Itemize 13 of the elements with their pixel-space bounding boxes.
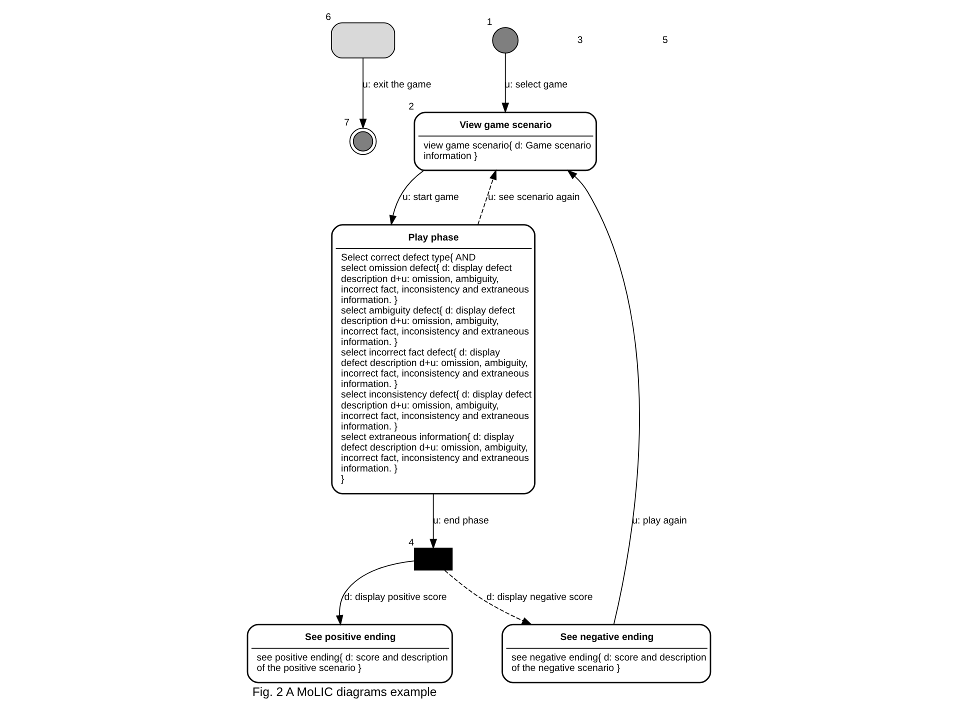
edge-label: d: display positive score — [344, 592, 447, 603]
caption: Fig. 2 A MoLIC diagrams example — [252, 684, 437, 699]
node-label: 1 — [486, 16, 492, 28]
label: 5 — [662, 34, 668, 46]
label: 3 — [577, 34, 583, 46]
edge-label: u: end phase — [433, 515, 489, 526]
edge-label: u: see scenario again — [488, 192, 580, 204]
node-label: 2 — [408, 102, 414, 113]
node-label: 7 — [344, 117, 350, 128]
edge-label: d: display negative score — [486, 592, 593, 603]
node-label: 4 — [408, 537, 414, 548]
edge-label: u: start game — [402, 192, 459, 204]
node-label: 6 — [326, 12, 332, 23]
